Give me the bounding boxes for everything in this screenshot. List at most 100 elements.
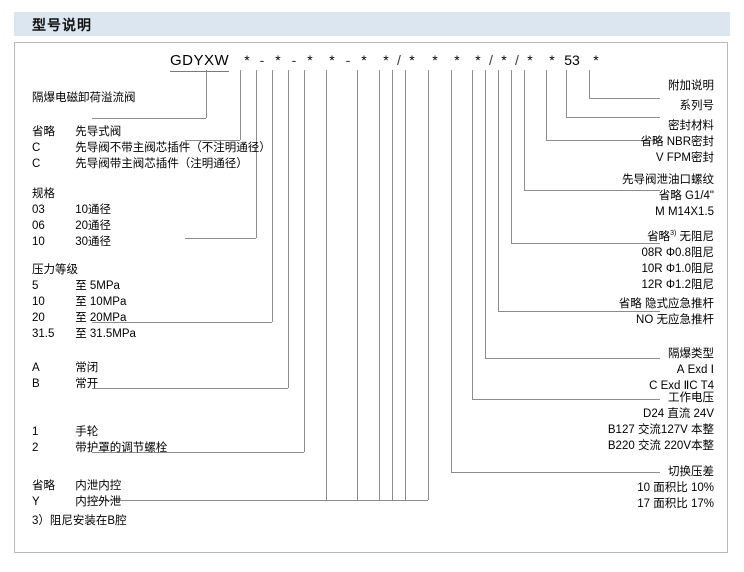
- option-description: 系列号: [679, 100, 715, 112]
- page-title: 型号说明: [32, 17, 92, 33]
- block-title: 切换压差: [668, 466, 714, 478]
- option-code: V: [655, 152, 664, 164]
- option-code: 省略: [32, 126, 55, 138]
- option-description: 10通径: [75, 204, 111, 216]
- leader-stem: [405, 70, 406, 500]
- block-line: 03 10通径: [32, 202, 111, 218]
- block-line: A 常闭: [32, 360, 98, 376]
- option-description: 常开: [75, 378, 99, 390]
- block-line: 省略 NBR密封: [0, 134, 714, 150]
- model-code-token: *: [454, 52, 460, 68]
- model-code-prefix: GDYXW: [170, 52, 230, 72]
- leader-stem: [357, 70, 358, 500]
- option-code: A: [676, 364, 685, 376]
- leader-run: [92, 322, 272, 323]
- model-code-token: *: [409, 52, 415, 68]
- block-line: 省略 先导式阀: [32, 124, 271, 140]
- leader-stem: [240, 70, 241, 140]
- option-description: 交流 220V本整: [637, 440, 714, 452]
- option-description: 面积比 10%: [653, 482, 714, 494]
- block-line: 10 30通径: [32, 234, 111, 250]
- leader-run: [589, 98, 660, 99]
- block-line: 06 20通径: [32, 218, 111, 234]
- model-code-token: *: [361, 52, 367, 68]
- block-line: C 先导阀不带主阀芯插件（不注明通径）: [32, 140, 271, 156]
- option-description: G1/4": [684, 190, 714, 202]
- option-code: 省略: [640, 136, 664, 148]
- option-description: 手轮: [75, 426, 99, 438]
- block-line: 12R Φ1.2阻尼: [0, 277, 714, 293]
- option-description: 至 5MPa: [75, 280, 120, 292]
- leader-run: [546, 140, 660, 141]
- option-description: 30通径: [75, 236, 111, 248]
- block-line: B 常开: [32, 376, 98, 392]
- option-code: 2: [32, 442, 39, 454]
- block-line: 1 手轮: [32, 424, 167, 440]
- block-title: 压力等级: [32, 264, 78, 276]
- section-header-bar: [14, 12, 730, 36]
- option-code: 20: [32, 312, 45, 324]
- block-line: 5 至 5MPa: [32, 278, 136, 294]
- option-description: 隔爆电磁卸荷溢流阀: [32, 92, 136, 104]
- block-line: 省略 G1/4": [0, 188, 714, 204]
- model-code-token: *: [383, 52, 389, 68]
- block-line: A Exd Ⅰ: [0, 362, 714, 378]
- option-code: 10: [637, 482, 651, 494]
- option-description: 内泄内控: [75, 480, 122, 492]
- option-code: B220: [607, 440, 635, 452]
- option-description: 无阻尼: [679, 230, 715, 243]
- option-description: Φ0.8阻尼: [665, 246, 714, 259]
- option-code: A: [32, 362, 40, 374]
- option-code: 03: [32, 204, 45, 216]
- model-code-token: *: [275, 52, 281, 68]
- option-description: NBR密封: [666, 136, 714, 148]
- block-line: 20 至 20MPa: [32, 310, 136, 326]
- leader-stem: [379, 70, 380, 500]
- leader-stem: [498, 70, 499, 311]
- label-block-additional-note: 附加说明: [0, 78, 714, 94]
- leader-stem: [272, 70, 273, 322]
- option-description: 先导式阀: [75, 126, 122, 138]
- block-line: 10R Φ1.0阻尼: [0, 261, 714, 277]
- block-line: C Exd ⅡC T4: [0, 378, 714, 394]
- leader-run: [498, 311, 660, 312]
- footnote-marker: 3): [670, 230, 677, 237]
- option-description: 面积比 17%: [653, 498, 714, 510]
- option-description: M14X1.5: [667, 206, 714, 218]
- leader-stem: [511, 70, 512, 243]
- leader-stem: [546, 70, 547, 140]
- leader-run: [485, 358, 660, 359]
- option-code: 10R: [641, 262, 663, 275]
- model-code-token: -: [259, 52, 265, 68]
- option-code: B127: [607, 424, 635, 436]
- option-code: 省略: [618, 298, 642, 310]
- block-title: 工作电压: [668, 392, 714, 404]
- option-code: 1: [32, 426, 39, 438]
- model-code-token: *: [329, 52, 335, 68]
- block-line: 省略3) 无阻尼: [0, 226, 714, 245]
- block-title: 规格: [32, 188, 55, 200]
- model-code-token: /: [515, 52, 519, 68]
- option-code: 08R: [641, 246, 663, 259]
- option-description: 内控外泄: [75, 496, 122, 508]
- option-code: 31.5: [32, 328, 55, 340]
- leader-stem: [326, 70, 327, 500]
- model-code-token: *: [593, 52, 599, 68]
- block-line: M M14X1.5: [0, 204, 714, 220]
- option-code: M: [655, 206, 665, 218]
- model-code-token: *: [307, 52, 313, 68]
- leader-stem: [304, 70, 305, 452]
- option-description: 常闭: [75, 362, 99, 374]
- block-line: 08R Φ0.8阻尼: [0, 245, 714, 261]
- option-code: 12R: [641, 278, 663, 291]
- option-code: 省略: [658, 190, 682, 202]
- leader-run: [92, 388, 288, 389]
- leader-run: [185, 238, 256, 239]
